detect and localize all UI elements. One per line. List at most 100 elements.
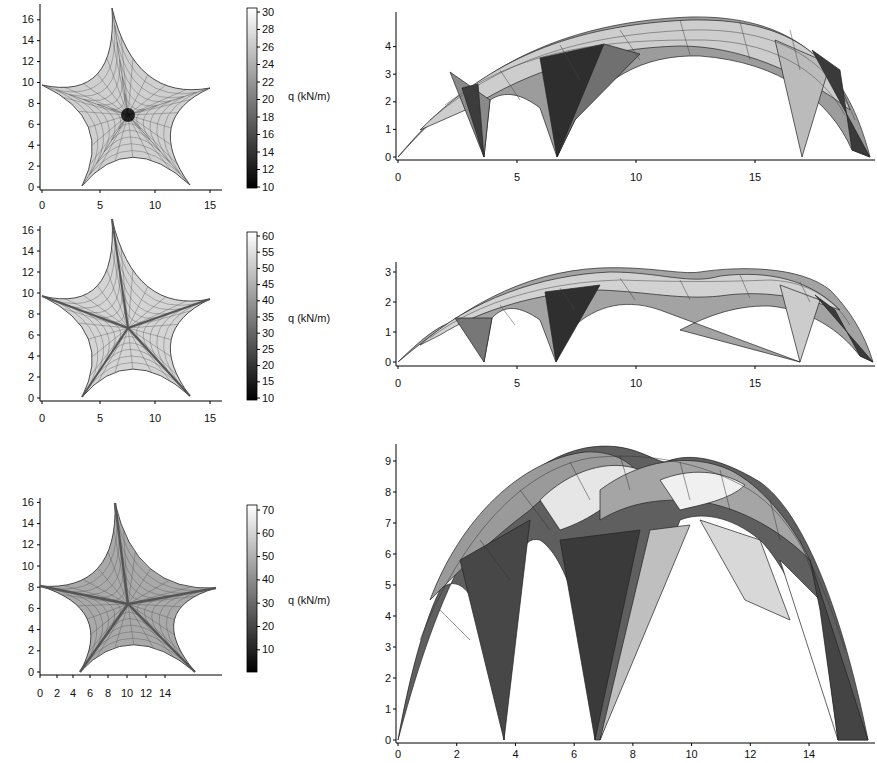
mesh-line	[128, 588, 216, 604]
colorbar-tick	[257, 510, 260, 511]
tick-label: 3	[385, 266, 391, 279]
mesh-line	[115, 115, 128, 161]
mesh-line	[91, 604, 128, 634]
mesh-line	[83, 295, 128, 328]
mesh-line	[78, 604, 128, 606]
colorbar-label: 15	[262, 375, 274, 388]
tick-label: 10	[149, 199, 161, 212]
mesh-line	[128, 324, 178, 328]
mesh-line	[128, 552, 135, 604]
tick-label: 10	[685, 748, 697, 761]
colorbar-tick	[257, 236, 260, 237]
colorbar-label: 10	[262, 392, 274, 405]
axis-tick	[37, 40, 40, 41]
axis-tick	[809, 743, 810, 746]
axis-tick	[393, 461, 396, 462]
tick-label: 4	[28, 350, 34, 363]
colorbar-label: 14	[262, 146, 274, 159]
colorbar-tick	[257, 64, 260, 65]
mesh-line	[98, 115, 128, 170]
colorbar-tick	[257, 381, 260, 382]
axis-tick	[37, 608, 40, 609]
colorbar-label: 16	[262, 128, 274, 141]
colorbar-label: 26	[262, 41, 274, 54]
tick-label: 10	[22, 560, 34, 573]
mesh-line	[79, 323, 128, 328]
colorbar-tick	[257, 333, 260, 334]
mesh-line	[92, 328, 128, 357]
mesh-line	[107, 270, 128, 328]
mesh-line	[121, 36, 128, 115]
axis-tick	[37, 124, 40, 125]
axis-tick	[393, 101, 396, 102]
tick-label: 15	[204, 199, 216, 212]
axis-tick	[456, 743, 457, 746]
mesh-line	[112, 219, 128, 328]
colorbar-tick	[257, 603, 260, 604]
tick-label: 4	[28, 623, 34, 636]
axis-tick	[37, 629, 40, 630]
colorbar-label: 24	[262, 58, 274, 71]
colorbar-tick	[257, 365, 260, 366]
colorbar-label: 12	[262, 163, 274, 176]
tick-label: 4	[512, 748, 518, 761]
tick-label: 0	[395, 377, 401, 390]
colorbar-tick	[257, 626, 260, 627]
mesh-line	[128, 85, 166, 115]
axis-tick	[398, 160, 399, 163]
mesh-line	[128, 115, 151, 160]
colorbar-label: 50	[262, 262, 274, 275]
axis-tick	[73, 675, 74, 678]
tick-label: 5	[97, 199, 103, 212]
mesh-line	[128, 604, 174, 657]
axis-tick	[515, 743, 516, 746]
axis-tick	[37, 293, 40, 294]
star-plan	[42, 8, 210, 186]
tick-label: 12	[22, 538, 34, 551]
mesh-line	[128, 604, 174, 635]
mesh-line	[128, 99, 191, 115]
colorbar-tick	[257, 284, 260, 285]
colorbar-label: 45	[262, 278, 274, 291]
tick-label: 6	[28, 118, 34, 131]
plot-axes	[40, 4, 875, 743]
tick-label: 5	[514, 171, 520, 184]
tick-label: 6	[28, 329, 34, 342]
axis-tick	[37, 61, 40, 62]
axis-tick	[37, 335, 40, 336]
colorbar-label: 10	[262, 643, 274, 656]
axis-tick	[37, 523, 40, 524]
tick-label: 6	[571, 748, 577, 761]
mesh-line	[112, 36, 128, 115]
star-plan	[42, 219, 210, 397]
tick-label: 4	[28, 139, 34, 152]
colorbar-tick	[257, 99, 260, 100]
mesh-line	[128, 604, 153, 648]
axis-tick	[100, 401, 101, 404]
tick-label: 10	[121, 687, 133, 700]
tick-label: 8	[105, 687, 111, 700]
colorbar-tick	[257, 317, 260, 318]
axis-tick	[37, 314, 40, 315]
tick-label: 15	[749, 171, 761, 184]
tick-label: 15	[204, 412, 216, 425]
tick-label: 2	[385, 296, 391, 309]
colorbar-tick	[257, 252, 260, 253]
axis-tick	[636, 366, 637, 369]
tick-label: 10	[630, 171, 642, 184]
tick-label: 14	[22, 517, 34, 530]
tick-label: 0	[385, 734, 391, 747]
axis-tick	[393, 554, 396, 555]
tick-label: 1	[385, 326, 391, 339]
tick-label: 12	[140, 687, 152, 700]
tick-label: 6	[87, 687, 93, 700]
colorbar-tick	[257, 268, 260, 269]
tick-label: 3	[385, 641, 391, 654]
axis-tick	[37, 145, 40, 146]
colorbar	[247, 8, 257, 672]
mesh-line	[128, 115, 171, 145]
mesh-line	[80, 604, 128, 672]
tick-label: 0	[395, 171, 401, 184]
axis-tick	[37, 19, 40, 20]
